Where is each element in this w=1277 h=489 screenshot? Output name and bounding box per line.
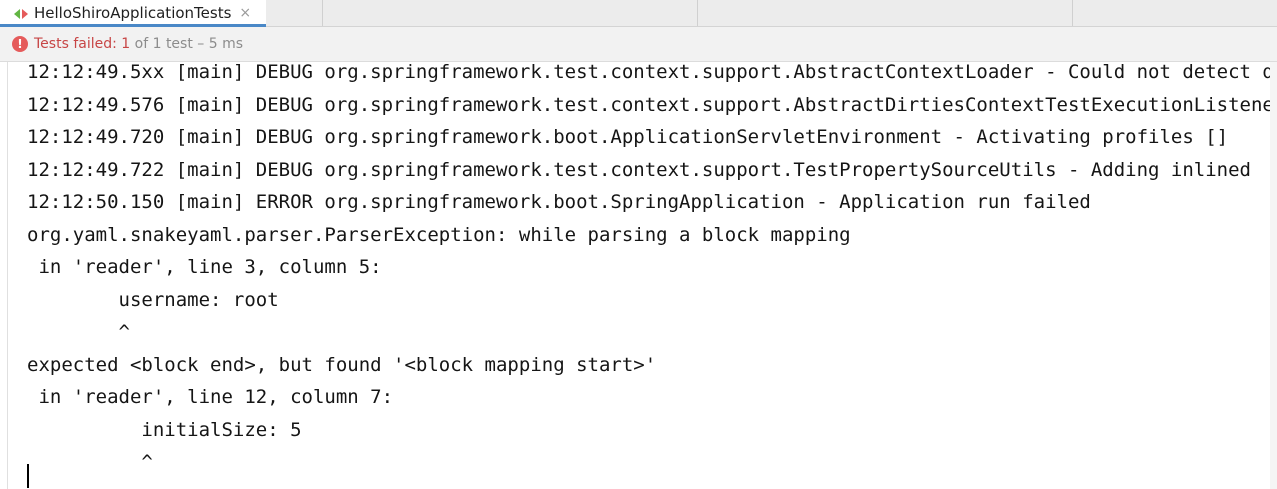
tab-separator	[697, 0, 698, 26]
console-line: expected <block end>, but found '<block …	[27, 353, 657, 376]
close-icon[interactable]: ×	[239, 5, 252, 21]
console-line: 12:12:49.722 [main] DEBUG org.springfram…	[27, 158, 1251, 181]
console-line: 12:12:49.5xx [main] DEBUG org.springfram…	[27, 62, 1277, 83]
console-line: in 'reader', line 12, column 7:	[27, 386, 394, 408]
tab-hello-shiro-application-tests[interactable]: HelloShiroApplicationTests ×	[0, 0, 266, 27]
console-line: 12:12:49.576 [main] DEBUG org.springfram…	[27, 93, 1277, 116]
error-icon: !	[12, 36, 28, 52]
test-status-text: Tests failed: 1 of 1 test – 5 ms	[34, 36, 243, 52]
console-line: ^	[27, 451, 153, 473]
console-line: ^	[27, 321, 130, 343]
test-status-bar: ! Tests failed: 1 of 1 test – 5 ms	[0, 27, 1277, 62]
console-line: initialSize: 5	[27, 418, 302, 441]
console-line: 12:12:49.720 [main] DEBUG org.springfram…	[27, 126, 1229, 148]
console-line: in 'reader', line 3, column 5:	[27, 256, 382, 278]
text-caret	[27, 464, 29, 488]
gutter-divider	[7, 62, 8, 489]
tab-separator	[1072, 0, 1073, 26]
console-line: 12:12:50.150 [main] ERROR org.springfram…	[27, 191, 1091, 213]
console-output[interactable]: 12:12:49.5xx [main] DEBUG org.springfram…	[0, 62, 1277, 489]
console-line: org.yaml.snakeyaml.parser.ParserExceptio…	[27, 223, 851, 246]
tab-separator	[322, 0, 323, 26]
console-lines: 12:12:49.5xx [main] DEBUG org.springfram…	[27, 62, 1277, 479]
console-line: username: root	[27, 288, 279, 311]
vertical-scrollbar[interactable]	[1270, 62, 1277, 489]
test-run-icon	[12, 6, 30, 20]
editor-tab-bar: HelloShiroApplicationTests ×	[0, 0, 1277, 27]
active-tab-indicator	[0, 24, 266, 27]
tab-label: HelloShiroApplicationTests	[34, 4, 232, 22]
tests-failed-count: Tests failed: 1	[34, 36, 131, 52]
tests-summary: of 1 test – 5 ms	[130, 36, 244, 52]
